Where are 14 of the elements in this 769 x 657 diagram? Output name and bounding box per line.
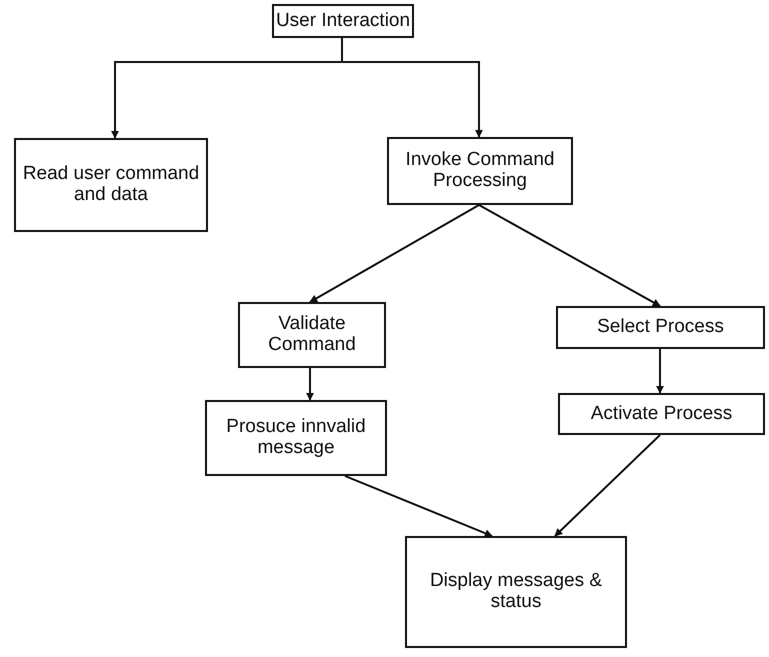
- arrow: [554, 434, 661, 537]
- process-box: Select Process: [556, 306, 765, 349]
- arrow: [656, 349, 664, 394]
- arrow: [478, 204, 661, 307]
- process-box: Display messages & status: [405, 536, 627, 648]
- process-box: Prosuce innvalid message: [205, 400, 387, 476]
- arrow: [309, 204, 480, 303]
- process-box: Activate Process: [558, 393, 765, 435]
- arrow: [344, 475, 493, 537]
- process-box: Invoke Command Processing: [387, 137, 573, 205]
- process-box: Read user command and data: [14, 138, 208, 232]
- arrow: [306, 368, 314, 401]
- process-box: Validate Command: [238, 302, 386, 368]
- process-box: User Interaction: [272, 4, 414, 38]
